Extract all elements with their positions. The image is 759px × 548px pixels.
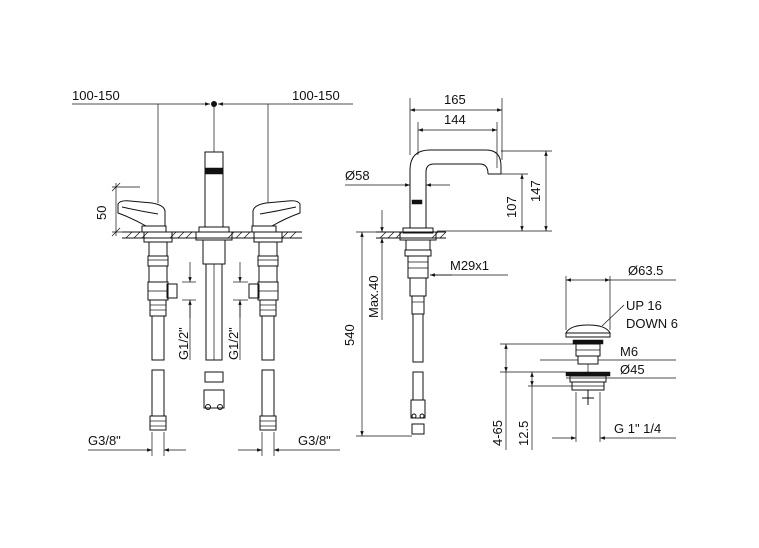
right-handle — [251, 200, 301, 233]
dim-spout-height-total: 147 — [528, 180, 543, 202]
left-handle — [117, 200, 167, 233]
dim-inlet-right: G1/2" — [226, 327, 241, 360]
drain-body — [565, 324, 611, 405]
inlet-dim-right: G1/2" — [226, 262, 248, 360]
dim-spout-height-outlet: 107 — [504, 196, 519, 218]
dim-spout-reach: 165 — [444, 92, 466, 107]
dim-max-deck: Max.40 — [366, 275, 381, 318]
countertop-hatch — [125, 231, 297, 239]
inlet-dim-left: G1/2" — [176, 262, 196, 360]
dim-drain-deck: 4-65 — [490, 420, 505, 446]
drain-view: Ø63.5 UP 16 DOWN 6 M6 Ø45 — [490, 263, 678, 450]
dim-left-spacing: 100-150 — [72, 88, 120, 103]
dim-drain-down: DOWN 6 — [626, 316, 678, 331]
dim-drain-up: UP 16 — [626, 298, 662, 313]
spout-front — [195, 151, 233, 410]
dim-inlet-left: G1/2" — [176, 327, 191, 360]
side-body — [399, 231, 437, 435]
hose-dim-left: G3/8" — [88, 432, 186, 456]
left-valve-body — [143, 231, 178, 431]
dim-drain-screw: M6 — [620, 344, 638, 359]
front-view: 100-150 100-150 50 — [72, 88, 353, 456]
dim-drain-flange: Ø45 — [620, 362, 645, 377]
spout-side — [402, 149, 502, 234]
dim-right-spacing: 100-150 — [292, 88, 340, 103]
dim-spout-reach-inner: 144 — [444, 112, 466, 127]
dim-drain-cap: Ø63.5 — [628, 263, 663, 278]
side-view: 165 144 Ø58 107 147 — [342, 92, 552, 437]
dim-drain-body: 12.5 — [516, 421, 531, 446]
dim-hose-right: G3/8" — [298, 433, 331, 448]
hose-dim-right: G3/8" — [238, 432, 340, 456]
dim-hose-left: G3/8" — [88, 433, 121, 448]
dim-mount-thread: M29x1 — [450, 258, 489, 273]
right-valve-body — [248, 231, 283, 431]
dim-spout-diameter: Ø58 — [345, 168, 370, 183]
dim-handle-height: 50 — [94, 206, 109, 220]
dim-drain-thread: G 1" 1/4 — [614, 421, 661, 436]
dim-hose-length: 540 — [342, 324, 357, 346]
